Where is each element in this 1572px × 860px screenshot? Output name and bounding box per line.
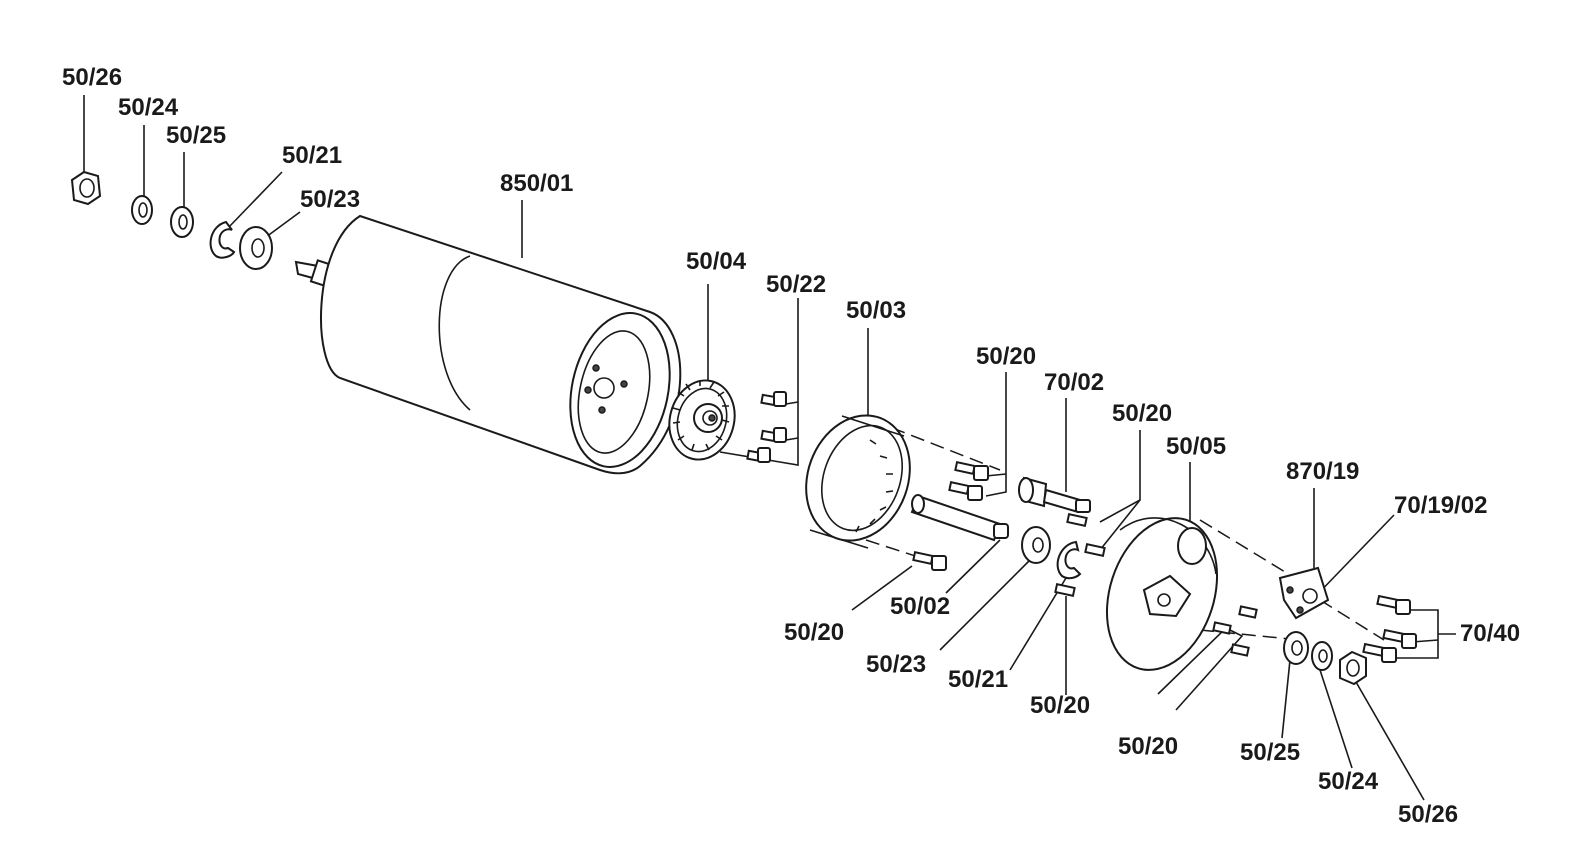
label-50-23-top: 50/23 [300, 186, 361, 213]
label-870-19: 870/19 [1286, 458, 1360, 485]
label-50-03: 50/03 [846, 297, 907, 324]
screws-50-20-upper [948, 461, 989, 501]
bracket-870-19 [1278, 566, 1330, 620]
label-50-20-a: 50/20 [976, 343, 1037, 370]
label-50-20-b: 50/20 [1112, 400, 1173, 427]
screws-50-22 [746, 391, 787, 463]
washer-50-23-left [239, 226, 273, 270]
label-50-22: 50/22 [766, 271, 827, 298]
washer-50-25-right [1283, 631, 1309, 665]
label-50-25-bottom: 50/25 [1240, 739, 1301, 766]
screws-50-20-lower [1212, 605, 1258, 657]
label-70-19-02: 70/19/02 [1394, 492, 1488, 519]
label-50-21-top: 50/21 [282, 142, 343, 169]
shaft-50-02 [910, 494, 1009, 542]
label-50-24-bottom: 50/24 [1318, 768, 1379, 795]
label-50-04: 50/04 [686, 248, 747, 275]
label-50-20-e: 50/20 [1118, 733, 1179, 760]
washer-50-23-right [1021, 526, 1051, 564]
screws-70-40 [1362, 594, 1417, 663]
leader-lines [83, 95, 1456, 801]
label-70-02: 70/02 [1044, 369, 1105, 396]
retaining-ring-50-21-left [209, 220, 236, 259]
retaining-ring-50-21-right [1056, 540, 1082, 580]
carrier-50-05 [1105, 517, 1219, 671]
label-50-23-bottom: 50/23 [866, 651, 927, 678]
label-70-40: 70/40 [1460, 620, 1521, 647]
planet-gear-70-02 [1018, 476, 1091, 514]
pinion-50-04 [668, 379, 736, 461]
label-50-21-bottom: 50/21 [948, 666, 1009, 693]
label-50-24-top: 50/24 [118, 94, 179, 121]
label-50-05: 50/05 [1166, 433, 1227, 460]
nut-50-26-left [70, 170, 102, 206]
label-50-25-top: 50/25 [166, 122, 227, 149]
label-850-01: 850/01 [500, 170, 574, 197]
ring-gear-50-03 [805, 414, 911, 549]
washer-50-25-left [170, 206, 194, 238]
spring-washer-50-24-left [131, 195, 153, 225]
nut-50-26-right [1339, 650, 1367, 686]
screws-50-20-center [912, 513, 1106, 597]
motor-850-01 [294, 214, 682, 475]
spring-washer-50-24-right [1311, 641, 1333, 671]
label-50-20-c: 50/20 [784, 619, 845, 646]
label-50-26-top: 50/26 [62, 64, 123, 91]
label-50-02: 50/02 [890, 593, 951, 620]
label-50-26-bottom: 50/26 [1398, 801, 1459, 828]
label-50-20-d: 50/20 [1030, 692, 1091, 719]
